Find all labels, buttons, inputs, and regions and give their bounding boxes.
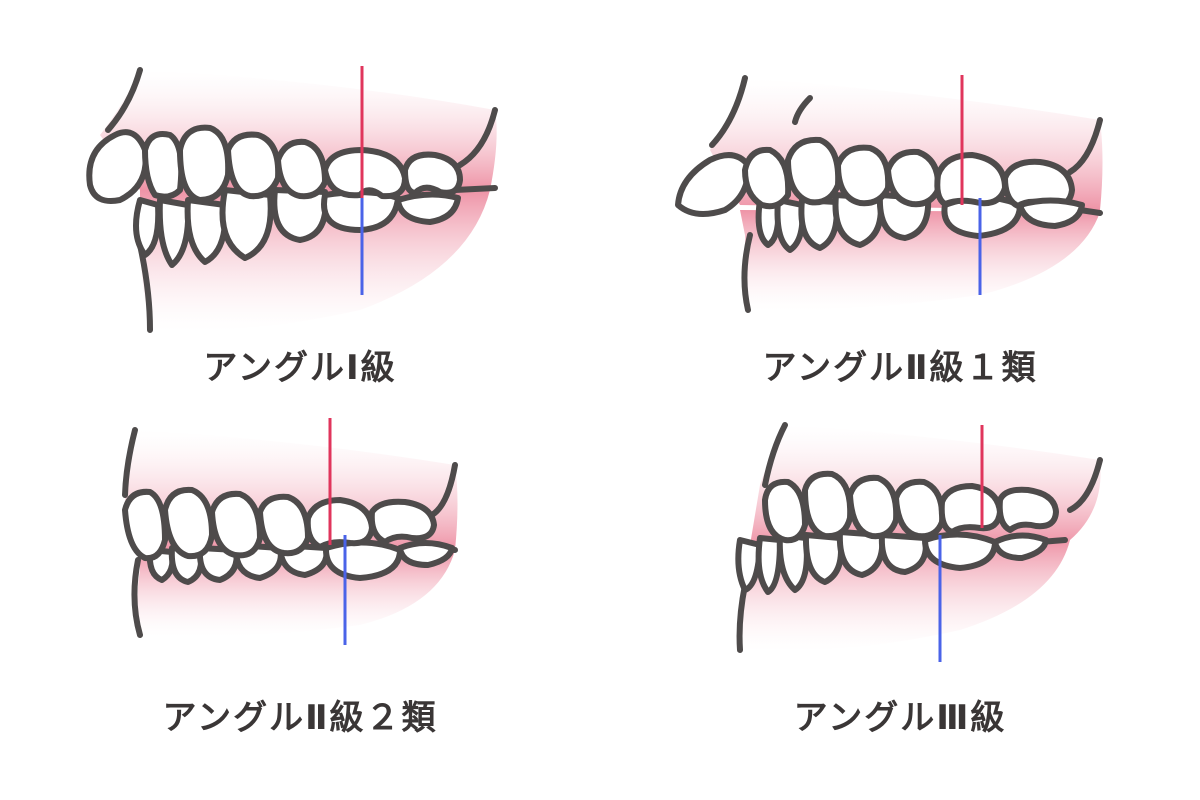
lower-molar — [323, 539, 403, 581]
upper-tooth — [162, 486, 215, 560]
upper-jaw-outline — [709, 75, 748, 148]
lower-molar — [922, 531, 998, 571]
lower-incisor — [755, 535, 783, 595]
upper-tooth — [885, 148, 942, 208]
upper-molar — [934, 152, 1008, 207]
lower-molar — [395, 191, 461, 225]
upper-tooth — [742, 146, 792, 210]
upper-molar — [368, 498, 437, 545]
angle-class-2-div-1-panel: アングルⅡ級１類 — [600, 0, 1200, 400]
upper-back-outline — [457, 107, 498, 168]
lower-jaw-outline — [131, 557, 143, 638]
upper-canine — [86, 129, 149, 204]
upper-tooth — [225, 131, 282, 200]
upper-back-outline — [1067, 457, 1103, 513]
upper-back-outline — [429, 462, 458, 518]
upper-tooth — [785, 136, 842, 206]
lower-tooth — [798, 197, 840, 251]
angle-class-1-panel: アングルⅠ級 — [0, 0, 600, 400]
upper-tooth — [762, 478, 808, 544]
angle-class-2-div-2-panel: アングルⅡ級２類 — [0, 400, 600, 800]
upper-tooth — [257, 493, 311, 557]
upper-tooth — [122, 488, 168, 562]
gum-detail — [792, 95, 813, 125]
lower-tooth — [878, 532, 929, 575]
class-label: アングルⅠ級 — [203, 348, 397, 388]
bite-line — [452, 185, 498, 193]
upper-molar — [304, 497, 375, 550]
upper-molar — [322, 147, 408, 200]
upper-tooth — [209, 490, 263, 559]
teeth-diagram-class-2-div-1 — [675, 75, 1103, 313]
upper-molar — [402, 151, 463, 196]
lower-molar — [1017, 197, 1085, 229]
lower-jaw-outline — [741, 232, 753, 313]
upper-incisor — [675, 152, 752, 217]
upper-jaw-outline — [762, 422, 788, 488]
upper-back-outline — [1067, 117, 1103, 175]
teeth-diagram-class-1 — [86, 66, 498, 333]
upper-tooth — [847, 474, 900, 540]
class-label: アングルⅢ級 — [793, 698, 1007, 738]
upper-tooth — [893, 478, 946, 540]
upper-jaw-outline — [105, 67, 143, 133]
upper-molar — [938, 483, 1003, 535]
teeth-diagram-class-2-div-2 — [122, 418, 458, 645]
upper-tooth — [275, 138, 328, 200]
lower-molar — [992, 532, 1049, 561]
lower-molar — [397, 540, 455, 568]
upper-tooth — [177, 124, 232, 203]
lower-tooth — [219, 187, 274, 261]
class-label: アングルⅡ級１類 — [762, 348, 1038, 388]
teeth-diagram-class-3 — [735, 422, 1103, 662]
angle-class-3-panel: アングルⅢ級 — [600, 400, 1200, 800]
lower-tooth — [133, 197, 162, 258]
upper-tooth — [142, 131, 185, 200]
upper-jaw-outline — [122, 427, 138, 498]
upper-tooth — [802, 470, 854, 540]
upper-molar — [996, 486, 1059, 533]
upper-tooth — [835, 144, 892, 207]
class-label: アングルⅡ級２類 — [162, 698, 438, 738]
